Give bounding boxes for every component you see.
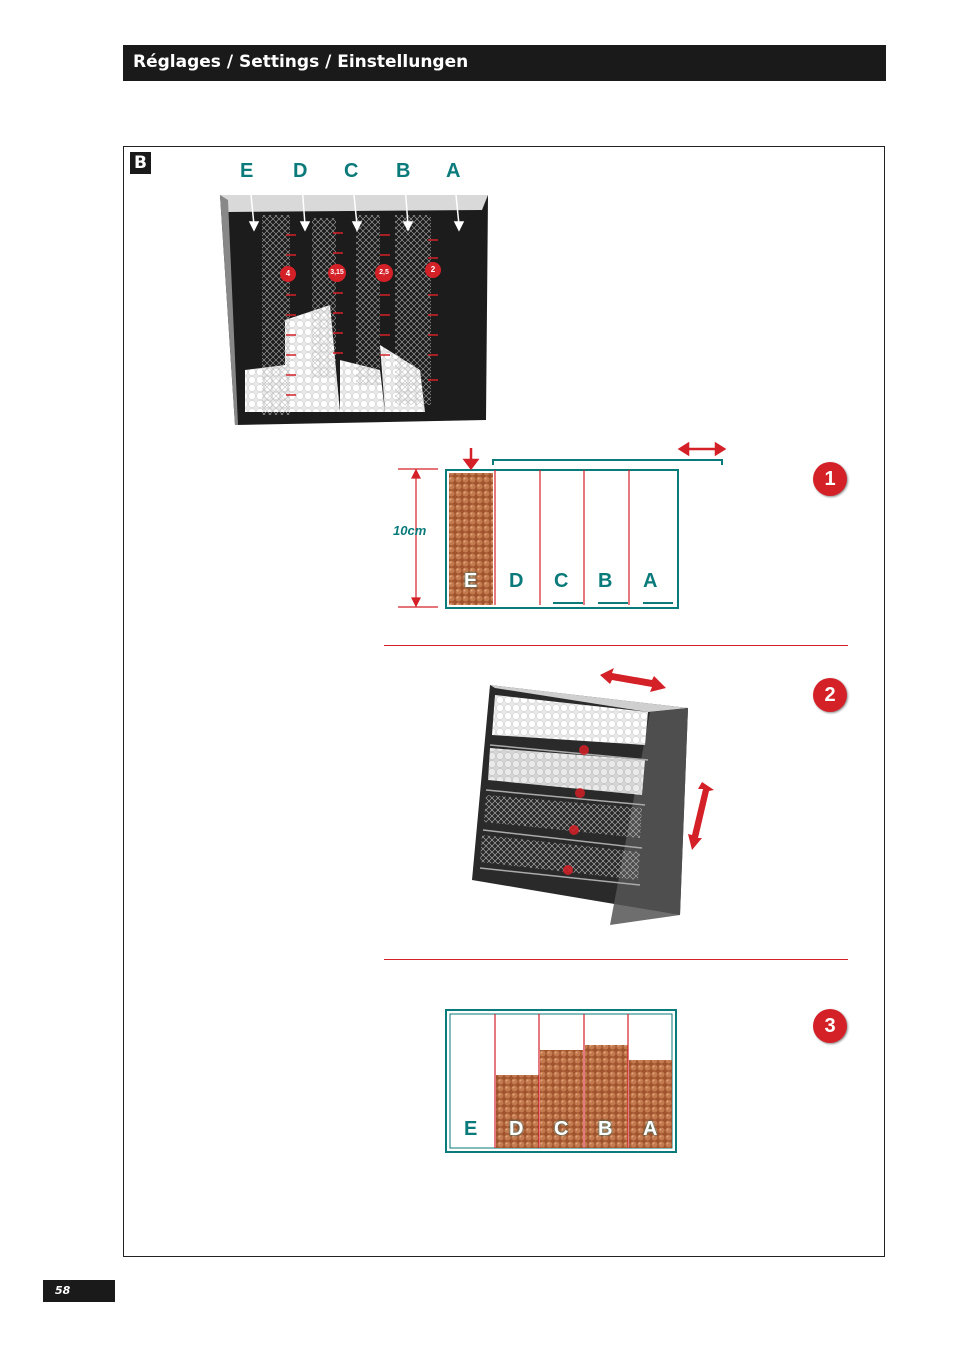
step1-col-e: E xyxy=(464,570,478,592)
step-1-badge: 1 xyxy=(813,462,847,496)
step1-col-a: A xyxy=(643,570,658,592)
step1-col-d: D xyxy=(509,570,524,592)
divider-2 xyxy=(384,959,848,960)
dimension-label: 10cm xyxy=(393,523,427,538)
photo-col-a: A xyxy=(446,160,461,182)
page-title: Réglages / Settings / Einstellungen xyxy=(133,52,469,72)
step-3-badge: 3 xyxy=(813,1009,847,1043)
divider-1 xyxy=(384,645,848,646)
photo-col-b: B xyxy=(396,160,411,182)
step3-col-d: D xyxy=(509,1118,524,1140)
step3-col-a: A xyxy=(643,1118,658,1140)
step3-col-b: B xyxy=(598,1118,613,1140)
step3-col-e: E xyxy=(464,1118,478,1140)
mesh-badge-4: 4 xyxy=(280,266,296,282)
step1-col-c: C xyxy=(554,570,569,592)
content-frame xyxy=(123,146,885,1257)
header-bar: Réglages / Settings / Einstellungen xyxy=(123,45,886,81)
page-number: 58 xyxy=(55,1284,71,1297)
mesh-badge-315: 3,15 xyxy=(328,264,346,282)
mesh-badge-25: 2,5 xyxy=(375,264,393,282)
step3-col-c: C xyxy=(554,1118,569,1140)
photo-col-e: E xyxy=(240,160,254,182)
step1-col-b: B xyxy=(598,570,613,592)
page-number-box: 58 xyxy=(43,1280,115,1302)
photo-col-c: C xyxy=(344,160,359,182)
mesh-badge-2: 2 xyxy=(425,262,441,278)
photo-col-d: D xyxy=(293,160,308,182)
step-2-badge: 2 xyxy=(813,678,847,712)
section-badge: B xyxy=(130,152,151,174)
